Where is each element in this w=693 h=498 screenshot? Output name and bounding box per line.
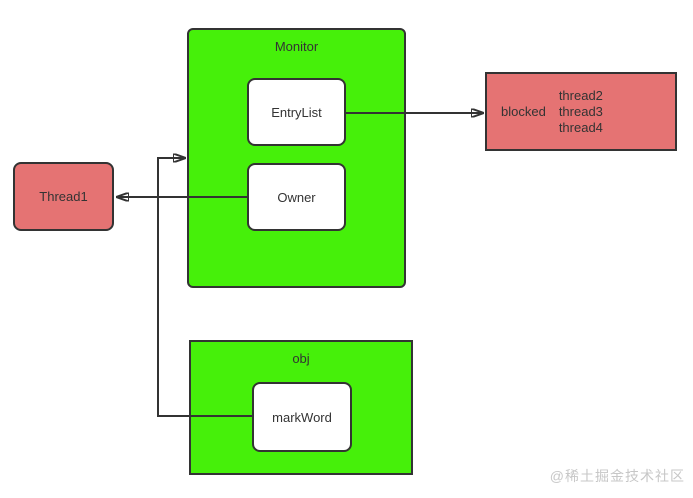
thread1-node: Thread1: [13, 162, 114, 231]
owner-label: Owner: [277, 189, 316, 205]
thread1-label: Thread1: [39, 189, 88, 204]
blocked-label: blocked: [501, 104, 546, 119]
entrylist-node: EntryList: [247, 78, 346, 146]
entrylist-label: EntryList: [271, 104, 322, 120]
monitor-label: Monitor: [274, 39, 319, 54]
blocked-thread-item: thread3: [558, 103, 603, 119]
markword-node: markWord: [252, 382, 352, 452]
obj-group-node: obj markWord: [189, 340, 413, 475]
markword-label: markWord: [272, 409, 332, 425]
blocked-thread-item: thread2: [558, 87, 603, 103]
monitor-group-node: Monitor EntryList Owner: [187, 28, 406, 288]
blocked-thread-item: thread4: [558, 119, 603, 135]
blocked-thread-list: thread2 thread3 thread4: [559, 88, 603, 136]
owner-node: Owner: [247, 163, 346, 231]
watermark-text: @稀土掘金技术社区: [549, 468, 685, 484]
blocked-node: blocked thread2 thread3 thread4: [485, 72, 677, 151]
obj-label: obj: [292, 351, 310, 366]
